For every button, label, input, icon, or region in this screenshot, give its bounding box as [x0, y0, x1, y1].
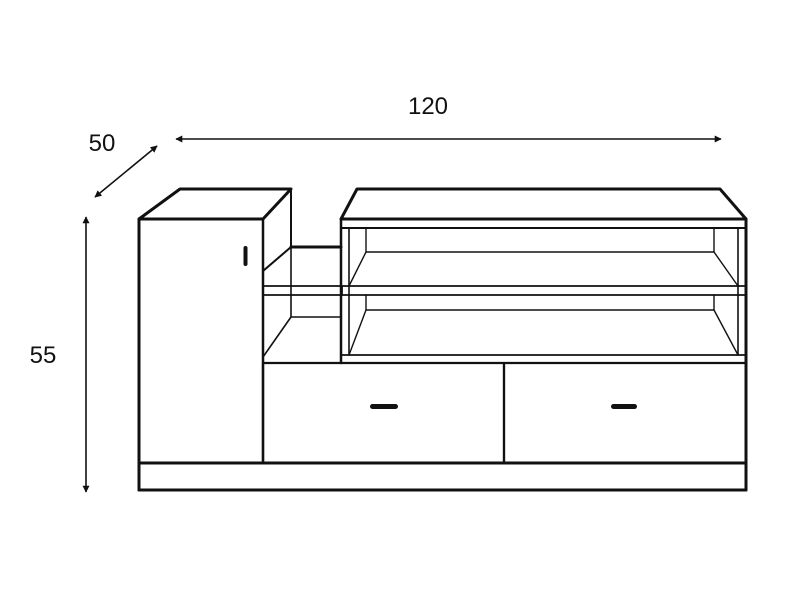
left-drawer-handle — [370, 404, 398, 409]
width-label: 120 — [408, 93, 448, 120]
lower-shelf-perspective — [262, 316, 292, 358]
drawers — [261, 361, 748, 465]
middle-shelf-board-right — [340, 285, 747, 296]
lower-back-panel — [365, 294, 715, 311]
left-drawer — [261, 361, 506, 465]
depth-dimension-line — [94, 145, 158, 198]
middle-shelf-board — [262, 285, 343, 296]
middle-shelf-perspective — [262, 246, 292, 272]
lower-left-perspective — [348, 309, 367, 356]
plinth — [137, 461, 748, 492]
dimension-lines — [82, 135, 722, 493]
upper-left-perspective — [348, 251, 367, 287]
tv-cabinet — [137, 187, 748, 492]
open-shelf-section — [262, 245, 343, 364]
upper-right-perspective — [713, 251, 739, 287]
door-handle — [243, 246, 248, 266]
shelf-back-panel — [290, 246, 342, 318]
lower-right-perspective — [713, 309, 739, 356]
tall-cabinet — [137, 187, 293, 465]
upper-back-panel — [365, 227, 715, 253]
right-top-board — [339, 187, 748, 221]
height-label: 55 — [30, 342, 57, 369]
bottom-shelf-board-right — [340, 354, 747, 364]
depth-label: 50 — [89, 130, 116, 157]
right-drawer-handle — [611, 404, 637, 409]
right-compartment — [339, 187, 748, 365]
right-drawer — [502, 361, 748, 465]
